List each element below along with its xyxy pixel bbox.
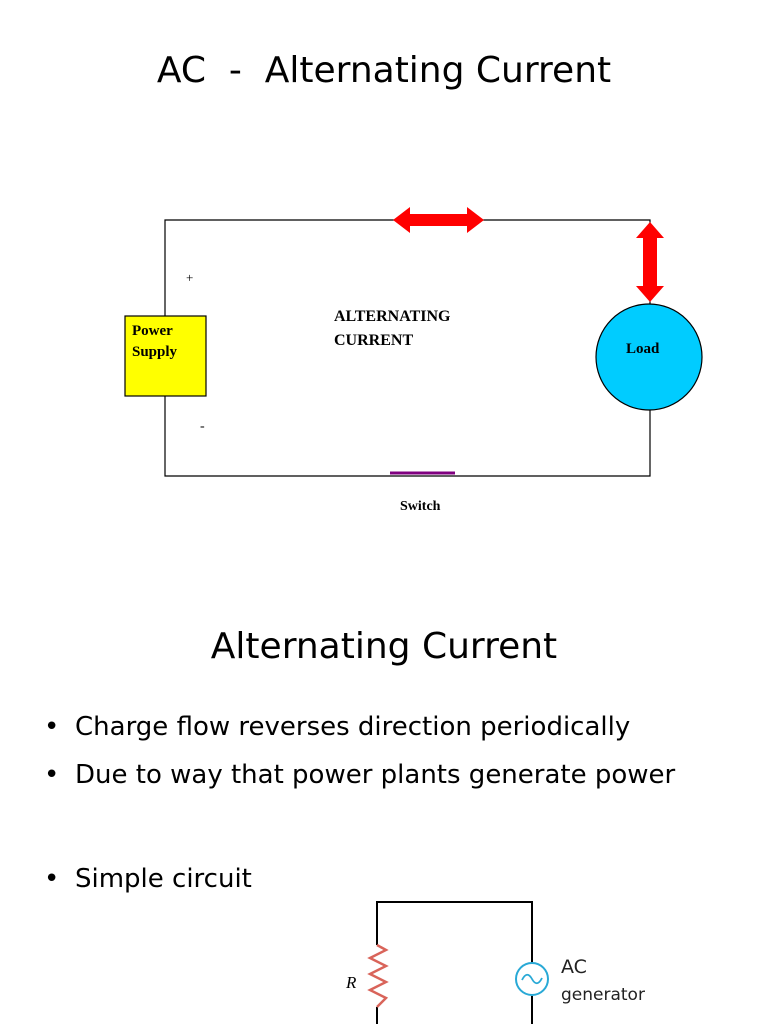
bullet-item: Simple circuit (44, 864, 252, 894)
switch-label: Switch (400, 499, 441, 514)
power-supply-box (124, 315, 207, 397)
resistor-label: R (345, 973, 357, 992)
slide-title-alternating-current: Alternating Current (210, 626, 558, 667)
ac-generator-label-line1: AC (561, 956, 587, 978)
alternating-current-label-line1: ALTERNATING (334, 308, 451, 325)
slide-title-ac: AC - Alternating Current (156, 50, 612, 91)
sine-wave-icon (521, 973, 543, 985)
vertical-double-arrow-icon (636, 222, 664, 302)
ac-generator-label-line2: generator (561, 985, 645, 1005)
load-label: Load (626, 341, 660, 357)
horizontal-double-arrow-icon (393, 207, 484, 233)
bullet-item: Due to way that power plants generate po… (44, 760, 675, 790)
power-supply-label-line2: Supply (132, 344, 178, 360)
bullet-item: Charge flow reverses direction periodica… (44, 712, 630, 742)
power-supply-label-line1: Power (132, 323, 173, 339)
load-circle (595, 303, 703, 411)
plus-terminal-label: + (186, 270, 193, 285)
alternating-current-label-line2: CURRENT (334, 332, 413, 349)
resistor-icon (367, 943, 389, 1008)
minus-terminal-label: - (200, 419, 205, 434)
simple-ac-circuit: R AC generator (345, 901, 645, 1024)
